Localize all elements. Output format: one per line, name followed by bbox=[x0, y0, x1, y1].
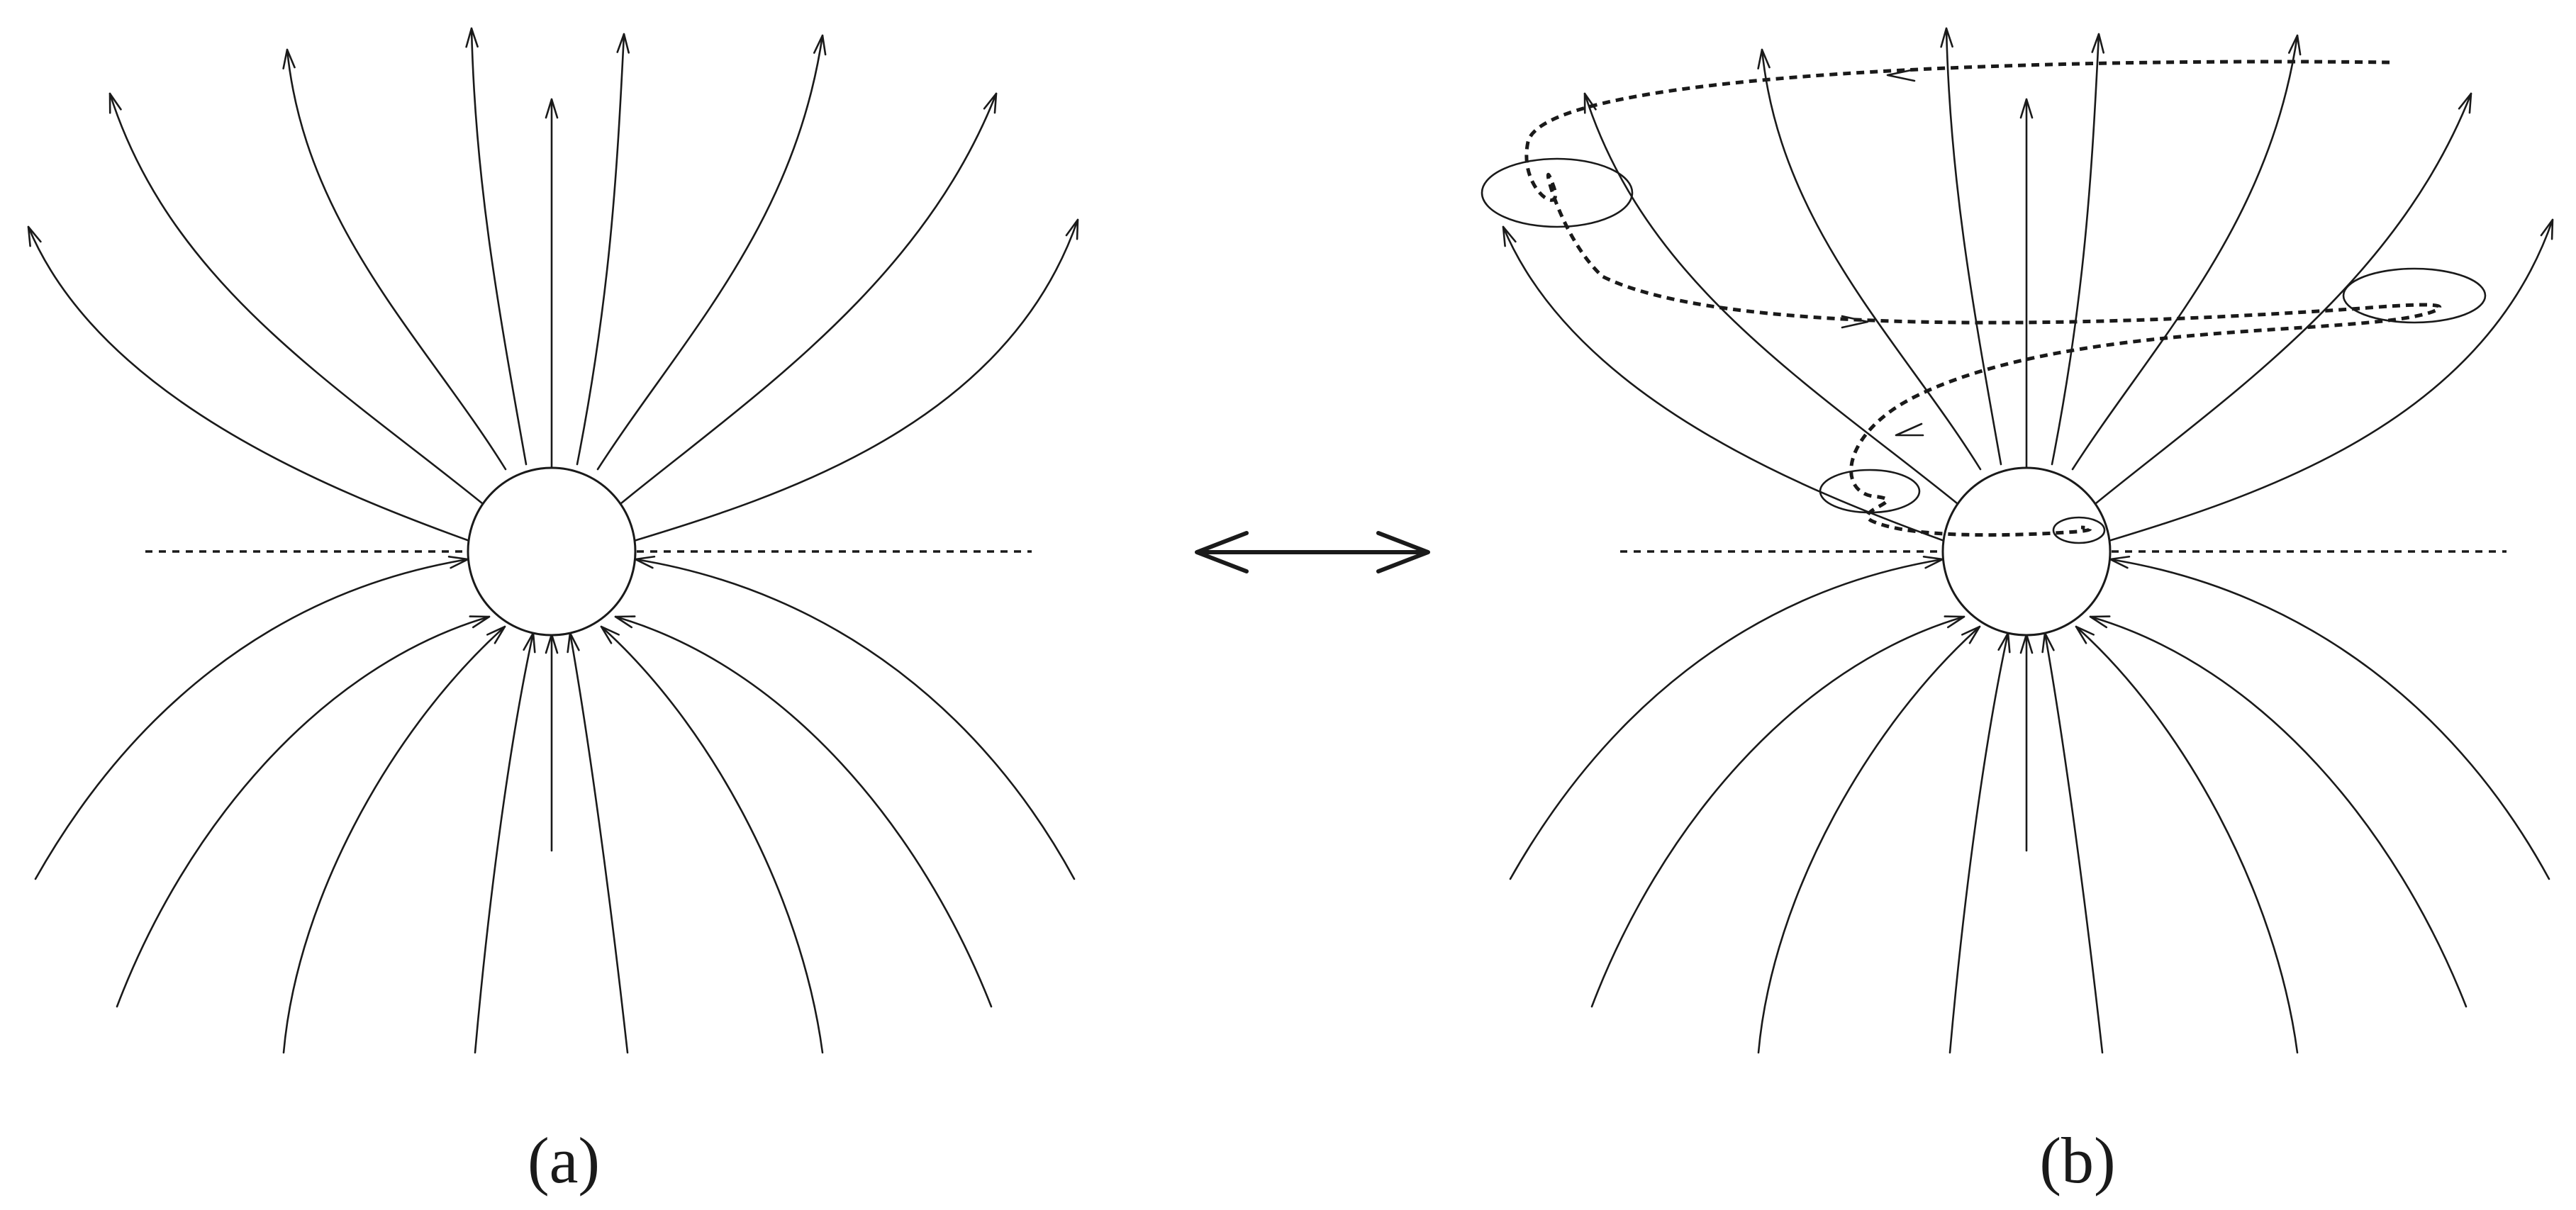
panel-b-sphere bbox=[1941, 466, 2112, 637]
field-line bbox=[1757, 625, 1981, 1054]
gyration-ring bbox=[1481, 157, 1634, 228]
panel-b-field-lines bbox=[1502, 27, 2554, 1054]
field-line bbox=[1502, 225, 1946, 542]
panel-a-monopole: (a) bbox=[27, 27, 1079, 1197]
gyration-rings bbox=[1481, 157, 2487, 544]
field-line bbox=[1590, 615, 1966, 1008]
panel-a-sphere bbox=[467, 466, 637, 637]
field-line bbox=[2089, 615, 2468, 1008]
field-line bbox=[2071, 34, 2302, 471]
gyration-ring bbox=[1819, 469, 1921, 514]
trajectory-arrowhead bbox=[1886, 68, 1916, 82]
field-line bbox=[1948, 632, 2011, 1054]
panel-a-caption: (a) bbox=[528, 1124, 600, 1197]
field-line bbox=[465, 27, 528, 466]
field-line bbox=[2095, 92, 2472, 505]
field-line bbox=[2075, 625, 2299, 1054]
panel-b-monopole-with-particle: (b) bbox=[1481, 27, 2554, 1197]
field-line bbox=[614, 615, 993, 1008]
field-line bbox=[2051, 33, 2105, 466]
field-line bbox=[634, 555, 1076, 880]
field-line bbox=[2041, 632, 2104, 1054]
field-line bbox=[567, 632, 629, 1054]
field-line bbox=[27, 225, 471, 542]
field-line bbox=[632, 218, 1079, 542]
field-line bbox=[1583, 92, 1958, 505]
field-line bbox=[576, 33, 630, 466]
gyration-ring bbox=[2342, 267, 2487, 324]
panel-a-field-lines bbox=[27, 27, 1079, 1054]
trajectory-arrowhead bbox=[1895, 422, 1924, 437]
field-line bbox=[108, 92, 484, 505]
gyration-ring bbox=[2052, 516, 2106, 544]
field-line bbox=[474, 632, 536, 1054]
field-line bbox=[1509, 556, 1944, 880]
duality-arrow bbox=[1195, 531, 1430, 573]
field-line bbox=[282, 625, 506, 1054]
field-line bbox=[34, 556, 469, 880]
field-line bbox=[1940, 27, 2002, 466]
field-line bbox=[1757, 48, 1982, 471]
trajectory-arrowhead bbox=[1841, 315, 1869, 329]
field-line bbox=[2109, 555, 2550, 880]
field-line bbox=[620, 92, 998, 505]
particle-trajectory bbox=[1524, 60, 2442, 537]
field-line bbox=[596, 34, 827, 471]
field-line bbox=[600, 625, 824, 1054]
field-line bbox=[116, 615, 491, 1008]
panel-b-caption: (b) bbox=[2039, 1124, 2115, 1197]
field-line bbox=[2107, 218, 2554, 542]
field-line bbox=[282, 48, 507, 471]
